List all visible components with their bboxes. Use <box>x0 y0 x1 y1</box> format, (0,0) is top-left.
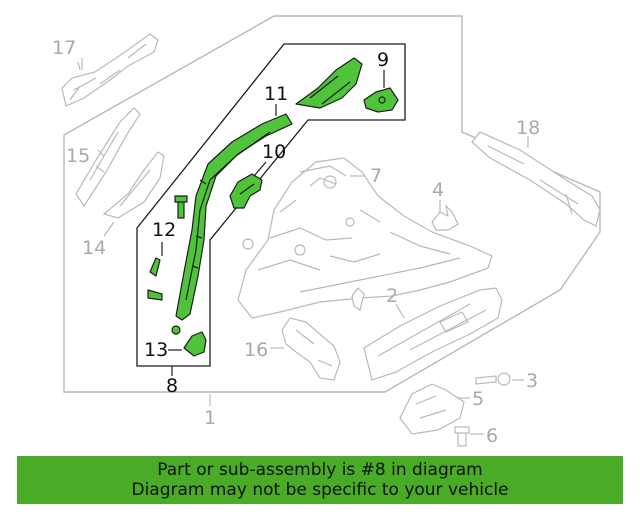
callout-18: 18 <box>516 117 540 139</box>
callout-7: 7 <box>370 165 382 187</box>
leader-lines <box>81 58 529 435</box>
callout-10: 10 <box>262 141 286 163</box>
callout-2: 2 <box>386 285 398 307</box>
part-17[interactable] <box>61 33 159 107</box>
callout-13: 13 <box>144 339 168 361</box>
part-9-upper-bracket[interactable] <box>295 57 363 109</box>
info-banner: Part or sub-assembly is #8 in diagram Di… <box>17 456 623 504</box>
part-14[interactable] <box>102 151 165 219</box>
callout-5: 5 <box>472 388 484 410</box>
part-12[interactable] <box>147 257 163 301</box>
part-9[interactable] <box>363 87 399 113</box>
part-nut[interactable] <box>242 238 254 250</box>
callout-3: 3 <box>526 370 538 392</box>
part-11[interactable] <box>175 113 293 321</box>
part-4[interactable] <box>431 204 459 231</box>
callout-1: 1 <box>204 407 216 429</box>
callout-11: 11 <box>264 83 288 105</box>
part-16[interactable] <box>281 317 341 381</box>
callout-4: 4 <box>432 179 444 201</box>
callout-14: 14 <box>82 237 106 259</box>
banner-line-1: Part or sub-assembly is #8 in diagram <box>157 460 483 480</box>
callout-8: 8 <box>166 375 178 397</box>
banner-line-2: Diagram may not be specific to your vehi… <box>131 480 509 500</box>
callout-9: 9 <box>377 49 389 71</box>
part-2[interactable] <box>363 287 503 381</box>
callout-16: 16 <box>244 339 268 361</box>
callout-6: 6 <box>486 425 498 447</box>
callout-17: 17 <box>52 37 76 59</box>
part-10[interactable] <box>229 173 263 209</box>
part-6[interactable] <box>454 426 470 447</box>
callout-15: 15 <box>66 145 90 167</box>
parts-diagram: 17 15 14 18 7 4 2 16 3 5 6 1 9 11 10 12 … <box>52 15 601 447</box>
part-3[interactable] <box>475 372 511 386</box>
callout-12: 12 <box>152 219 176 241</box>
part-13[interactable] <box>171 325 207 357</box>
subassembly-8-box <box>136 43 406 367</box>
part-15[interactable] <box>75 107 141 208</box>
part-5[interactable] <box>399 383 465 435</box>
part-18[interactable] <box>471 131 601 227</box>
part-7[interactable] <box>237 157 493 319</box>
part-small-bracket[interactable] <box>351 287 365 311</box>
part-12-bolt[interactable] <box>174 195 188 219</box>
